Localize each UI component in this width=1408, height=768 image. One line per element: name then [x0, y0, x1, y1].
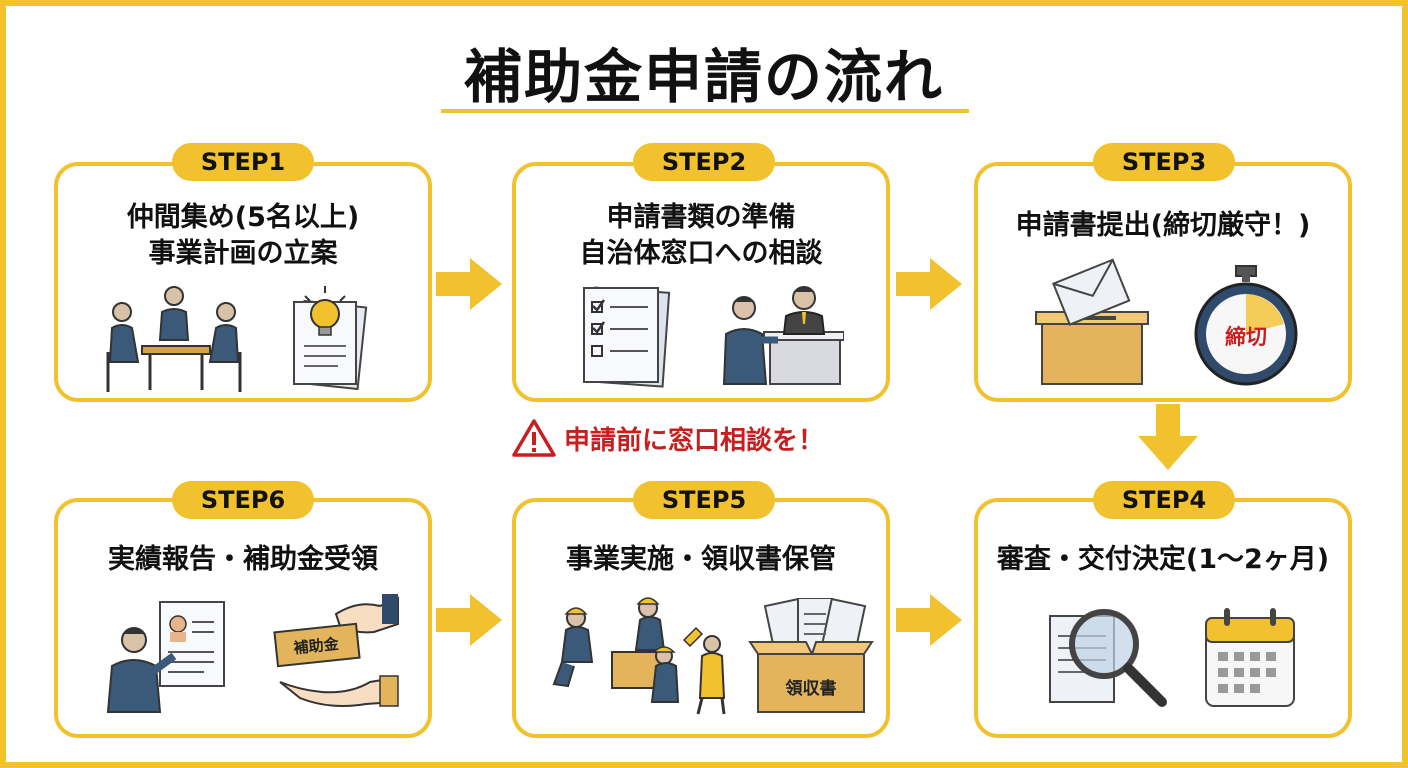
calendar-icon	[1205, 608, 1295, 707]
stopwatch-deadline-icon: 締切	[1194, 265, 1298, 386]
step1-card: 仲間集め(5名以上) 事業計画の立案	[54, 162, 432, 402]
step4-title: 審査・交付決定(1〜2ヶ月)	[978, 542, 1348, 578]
step4-title-line1: 審査・交付決定(1〜2ヶ月)	[996, 544, 1330, 575]
warning-icon	[512, 419, 556, 457]
arrow-step6-to-step5	[436, 594, 502, 646]
arrow-step3-to-step4	[1138, 404, 1198, 470]
envelope-ballot-box-icon	[1035, 258, 1149, 385]
step6-badge: STEP6	[172, 481, 314, 519]
subsidy-receipt-icon: 補助金	[273, 594, 399, 707]
step2-badge: STEP2	[633, 143, 775, 181]
consultation-icon	[722, 286, 844, 385]
step6-card: 実績報告・補助金受領 補助金	[54, 498, 432, 738]
meeting-icon	[106, 286, 242, 392]
step2-title: 申請書類の準備 自治体窓口への相談	[516, 200, 886, 272]
step6-title: 実績報告・補助金受領	[58, 542, 428, 578]
step2-card: 申請書類の準備 自治体窓口への相談	[512, 162, 890, 402]
workers-icon	[552, 597, 726, 715]
step5-title: 事業実施・領収書保管	[516, 542, 886, 578]
warning-text: 申請前に窓口相談を！	[564, 425, 825, 456]
step6-title-line1: 実績報告・補助金受領	[108, 544, 378, 575]
page-title: 補助金申請の流れ	[463, 43, 944, 111]
step1-title-line2: 事業計画の立案	[148, 238, 338, 269]
subsidy-label: 補助金	[292, 635, 341, 658]
step5-badge: STEP5	[633, 481, 775, 519]
step1-title: 仲間集め(5名以上) 事業計画の立案	[58, 200, 428, 272]
step3-badge: STEP3	[1093, 143, 1235, 181]
title-underline	[441, 109, 969, 113]
receipt-box-label: 領収書	[786, 678, 837, 699]
step5-title-line1: 事業実施・領収書保管	[566, 544, 836, 575]
step2-title-line1: 申請書類の準備	[606, 202, 796, 233]
step1-badge: STEP1	[172, 143, 314, 181]
magnifier-document-icon	[1049, 609, 1167, 707]
step3-title: 申請書提出(締切厳守！)	[978, 208, 1348, 244]
deadline-text: 締切	[1225, 325, 1267, 349]
checklist-icon	[583, 286, 671, 388]
step2-title-line2: 自治体窓口への相談	[579, 238, 823, 269]
step5-card: 事業実施・領収書保管 領収書	[512, 498, 890, 738]
step3-title-line1: 申請書提出(締切厳守！)	[1015, 210, 1311, 241]
report-presentation-icon	[106, 601, 225, 713]
arrow-step2-to-step3	[896, 258, 962, 310]
arrow-step5-to-step4	[896, 594, 962, 646]
step4-card: 審査・交付決定(1〜2ヶ月)	[974, 498, 1352, 738]
receipt-box-icon: 領収書	[748, 598, 874, 713]
idea-document-icon	[293, 286, 368, 391]
arrow-step1-to-step2	[436, 258, 502, 310]
warning-note: 申請前に窓口相談を！	[512, 416, 824, 460]
step4-badge: STEP4	[1093, 481, 1235, 519]
step1-title-line1: 仲間集め(5名以上)	[126, 202, 360, 233]
step3-card: 申請書提出(締切厳守！) 締切	[974, 162, 1352, 402]
